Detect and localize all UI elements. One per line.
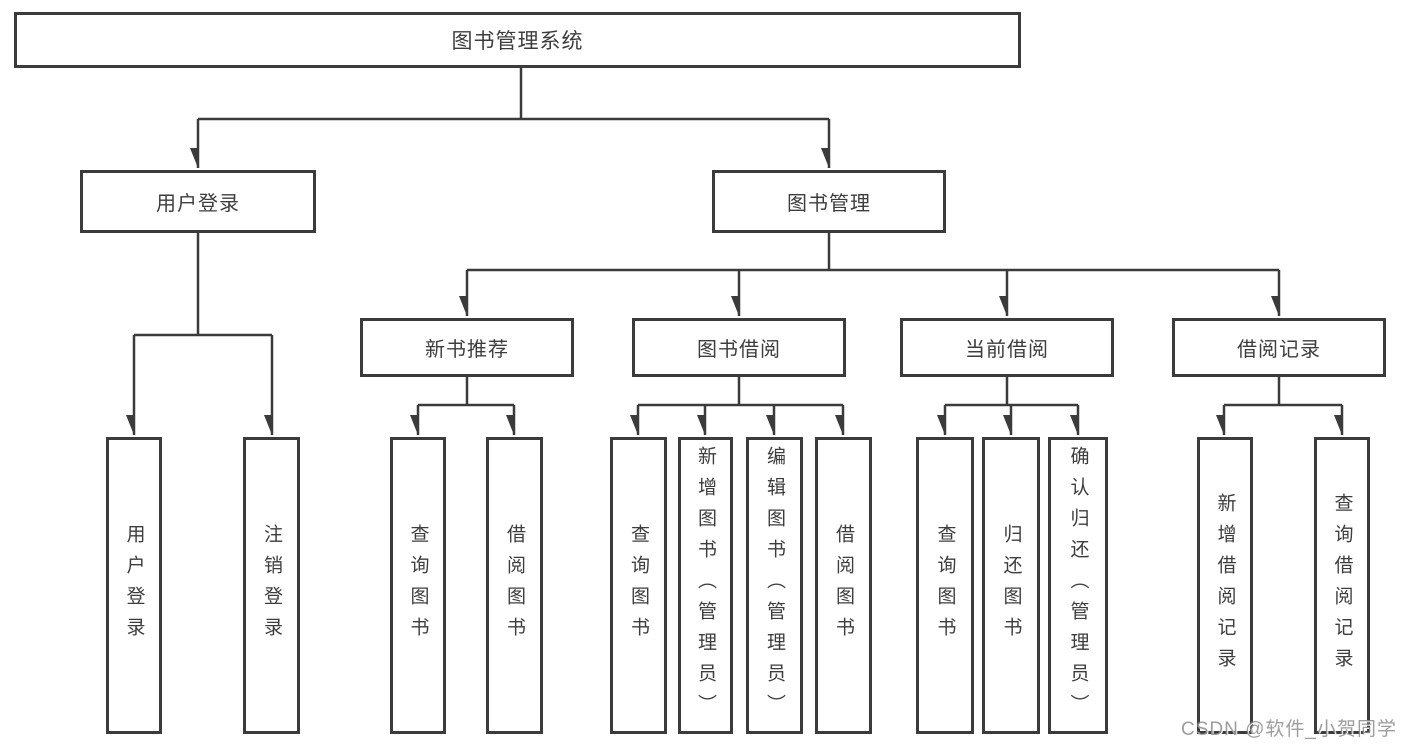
leaf-query-books-recommend: 查询图书 xyxy=(390,437,446,734)
node-book-borrow: 图书借阅 xyxy=(632,318,846,377)
leaf-confirm-return-admin: 确认归还（管理员） xyxy=(1048,437,1108,734)
leaf-query-borrow-record: 查询借阅记录 xyxy=(1314,437,1370,734)
node-label: 新增借阅记录 xyxy=(1214,492,1236,679)
node-user-login: 用户登录 xyxy=(80,170,316,233)
leaf-return-books: 归还图书 xyxy=(982,437,1040,734)
node-label: 归还图书 xyxy=(1000,523,1022,648)
node-label: 借阅图书 xyxy=(504,523,525,648)
node-borrow-records: 借阅记录 xyxy=(1172,318,1386,377)
node-label: 查询图书 xyxy=(628,523,649,648)
node-label: 新书推荐 xyxy=(425,339,509,361)
node-label: 注销登录 xyxy=(261,523,282,648)
node-label: 图书借阅 xyxy=(697,339,781,361)
node-book-management: 图书管理 xyxy=(712,170,946,233)
node-label: 确认归还（管理员） xyxy=(1067,446,1089,725)
csdn-watermark: CSDN @软件_小贺同学 xyxy=(1181,719,1397,740)
node-label: 编辑图书（管理员） xyxy=(764,446,785,725)
node-label: 图书管理系统 xyxy=(451,30,584,53)
node-label: 新增图书（管理员） xyxy=(695,446,716,725)
leaf-user-login: 用户登录 xyxy=(106,437,162,734)
node-label: 查询图书 xyxy=(407,523,429,648)
node-label: 当前借阅 xyxy=(965,339,1049,361)
leaf-borrow-books-recommend: 借阅图书 xyxy=(486,437,543,734)
node-current-borrow: 当前借阅 xyxy=(900,318,1114,377)
leaf-add-books-admin: 新增图书（管理员） xyxy=(678,437,733,734)
leaf-edit-books-admin: 编辑图书（管理员） xyxy=(746,437,803,734)
leaf-query-books-current: 查询图书 xyxy=(916,437,974,734)
leaf-logout: 注销登录 xyxy=(243,437,300,734)
node-root-system: 图书管理系统 xyxy=(14,12,1021,68)
node-label: 查询图书 xyxy=(934,523,956,648)
node-label: 查询借阅记录 xyxy=(1331,492,1353,679)
node-label: 用户登录 xyxy=(123,523,145,648)
node-new-book-recommend: 新书推荐 xyxy=(360,318,574,377)
node-label: 图书管理 xyxy=(787,193,871,215)
leaf-add-borrow-record: 新增借阅记录 xyxy=(1197,437,1253,734)
leaf-borrow-books: 借阅图书 xyxy=(815,437,872,734)
node-label: 用户登录 xyxy=(156,193,240,215)
leaf-query-books-borrow: 查询图书 xyxy=(610,437,667,734)
node-label: 借阅图书 xyxy=(833,523,854,648)
node-label: 借阅记录 xyxy=(1237,339,1321,361)
